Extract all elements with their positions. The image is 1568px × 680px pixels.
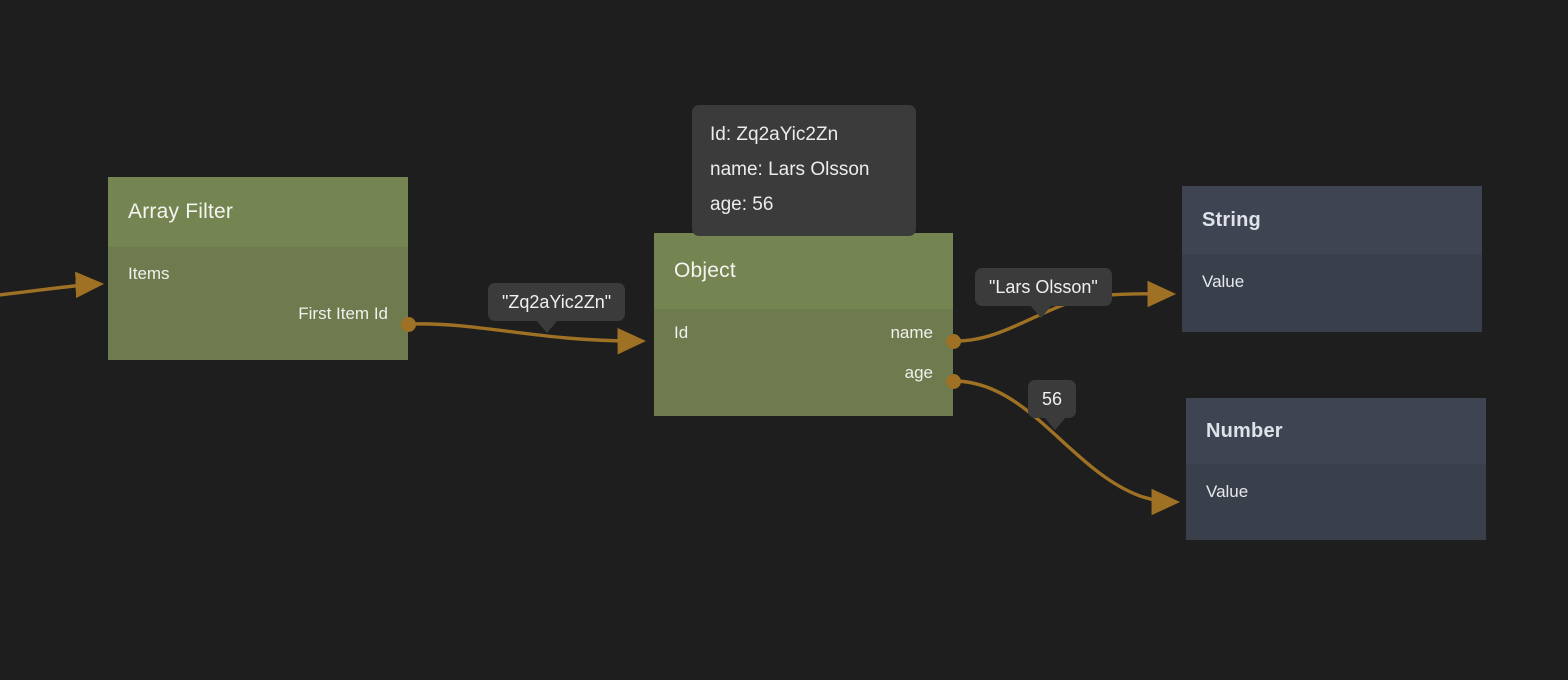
port-array-filter-items[interactable]: Items <box>128 264 170 284</box>
port-dot-first-item-id[interactable] <box>401 317 416 332</box>
edge-label-first-item-id-tail <box>536 320 558 333</box>
edge-label-age-value-text: 56 <box>1042 388 1063 409</box>
port-array-filter-items-label: Items <box>128 264 170 283</box>
edge-label-name-value-tail <box>1030 305 1052 318</box>
port-string-value-label: Value <box>1202 272 1245 291</box>
node-array-filter[interactable]: Array Filter Items First Item Id <box>108 177 416 360</box>
tooltip-tail <box>793 220 815 233</box>
port-object-age-label: age <box>904 363 933 382</box>
edge-label-first-item-id: "Zq2aYic2Zn" <box>488 283 626 333</box>
node-object-title: Object <box>654 233 953 309</box>
node-object[interactable]: Object Id name age <box>654 233 961 416</box>
edge-label-age-value-tail <box>1044 417 1066 430</box>
port-object-id-label: Id <box>674 323 689 342</box>
edge-firstitemid-to-id <box>411 322 647 355</box>
tooltip-line-age: age: 56 <box>710 194 774 215</box>
edge-label-age-value: 56 <box>1028 380 1077 430</box>
edge-label-name-value: "Lars Olsson" <box>975 268 1112 318</box>
node-number[interactable]: Number Value <box>1186 398 1486 540</box>
tooltip-line-id: Id: Zq2aYic2Zn <box>710 124 839 145</box>
node-array-filter-title: Array Filter <box>108 177 408 247</box>
edge-label-name-value-text: "Lars Olsson" <box>989 276 1098 297</box>
port-object-id[interactable]: Id <box>674 323 688 343</box>
node-string-title: String <box>1182 186 1482 254</box>
node-object-body[interactable]: Id name age <box>654 309 953 416</box>
edge-label-first-item-id-text: "Zq2aYic2Zn" <box>502 291 612 312</box>
object-value-tooltip: Id: Zq2aYic2Zn name: Lars Olsson age: 56 <box>692 105 916 236</box>
port-string-value[interactable]: Value <box>1202 272 1244 292</box>
port-object-name-label: name <box>890 323 933 342</box>
port-array-filter-first-item-id-label: First Item Id <box>298 304 388 323</box>
port-number-value-label: Value <box>1206 482 1249 501</box>
port-object-age[interactable]: age <box>905 363 933 383</box>
node-string[interactable]: String Value <box>1182 186 1482 332</box>
port-array-filter-first-item-id[interactable]: First Item Id <box>298 304 388 324</box>
edge-incoming-items <box>0 271 105 299</box>
node-number-title: Number <box>1186 398 1486 464</box>
port-number-value[interactable]: Value <box>1206 482 1248 502</box>
node-string-body[interactable]: Value <box>1182 254 1482 332</box>
node-number-body[interactable]: Value <box>1186 464 1486 540</box>
port-dot-object-name[interactable] <box>946 334 961 349</box>
port-dot-object-age[interactable] <box>946 374 961 389</box>
port-object-name[interactable]: name <box>890 323 933 343</box>
tooltip-line-name: name: Lars Olsson <box>710 159 870 180</box>
node-array-filter-body[interactable]: Items First Item Id <box>108 247 408 360</box>
